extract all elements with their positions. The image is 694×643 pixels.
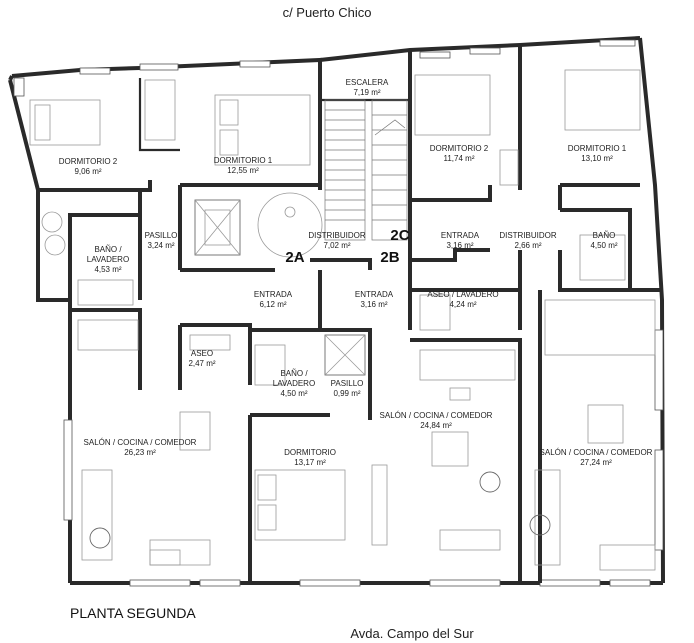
room-name: DORMITORIO 2 — [430, 144, 489, 153]
room-area: 3,24 m² — [147, 241, 174, 250]
interior-walls — [38, 45, 662, 583]
room-area: 13,10 m² — [581, 154, 613, 163]
plan-title: PLANTA SEGUNDA — [70, 605, 196, 621]
room-name: ESCALERA — [346, 78, 389, 87]
room-name: DISTRIBUIDOR — [308, 231, 366, 240]
furniture — [29, 69, 656, 571]
street-bottom: Avda. Campo del Sur — [350, 626, 474, 641]
room-name: DORMITORIO 1 — [568, 144, 627, 153]
room-area: 11,74 m² — [444, 154, 475, 163]
room-name: LAVADERO — [87, 255, 129, 264]
unit-tag-2c: 2C — [390, 227, 409, 244]
unit-tag-2b: 2B — [380, 249, 399, 266]
room-area: 2,47 m² — [188, 359, 215, 368]
room-name: DORMITORIO — [284, 448, 336, 457]
staircase — [324, 99, 408, 241]
room-name: PASILLO — [331, 379, 364, 388]
room-name: ENTRADA — [441, 231, 480, 240]
room-name: DISTRIBUIDOR — [499, 231, 557, 240]
unit-tag-2a: 2A — [285, 249, 304, 266]
room-area: 3,16 m² — [446, 241, 473, 250]
room-name: PASILLO — [145, 231, 178, 240]
room-name: DORMITORIO 2 — [59, 157, 118, 166]
windows — [13, 39, 664, 587]
room-area: 7,19 m² — [353, 88, 380, 97]
room-name: SALÓN / COCINA / COMEDOR — [380, 411, 493, 420]
room-area: 7,02 m² — [323, 241, 350, 250]
room-area: 4,50 m² — [280, 389, 307, 398]
room-name: SALÓN / COCINA / COMEDOR — [540, 448, 653, 457]
room-name: BAÑO / — [280, 369, 308, 378]
room-area: 6,12 m² — [259, 300, 286, 309]
room-area: 0,99 m² — [333, 389, 360, 398]
room-name: ENTRADA — [355, 290, 394, 299]
room-area: 24,84 m² — [420, 421, 452, 430]
street-top: c/ Puerto Chico — [283, 5, 372, 20]
room-area: 2,66 m² — [514, 241, 541, 250]
room-name: SALÓN / COCINA / COMEDOR — [84, 438, 197, 447]
room-name: DORMITORIO 1 — [214, 156, 273, 165]
room-area: 26,23 m² — [124, 448, 156, 457]
room-area: 12,55 m² — [227, 166, 259, 175]
room-name: ENTRADA — [254, 290, 293, 299]
room-name: BAÑO / — [94, 245, 122, 254]
room-area: 13,17 m² — [294, 458, 326, 467]
room-area: 27,24 m² — [580, 458, 612, 467]
room-name: BAÑO — [593, 231, 616, 240]
room-area: 4,53 m² — [94, 265, 121, 274]
room-area: 3,16 m² — [360, 300, 387, 309]
room-area: 4,24 m² — [449, 300, 476, 309]
room-name: ASEO / LAVADERO — [427, 290, 498, 299]
room-labels: DORMITORIO 2 9,06 m² DORMITORIO 1 12,55 … — [59, 78, 653, 467]
room-name: LAVADERO — [273, 379, 315, 388]
room-area: 9,06 m² — [74, 167, 101, 176]
room-name: ASEO — [191, 349, 213, 358]
lift-shafts — [194, 192, 366, 376]
room-area: 4,50 m² — [590, 241, 617, 250]
